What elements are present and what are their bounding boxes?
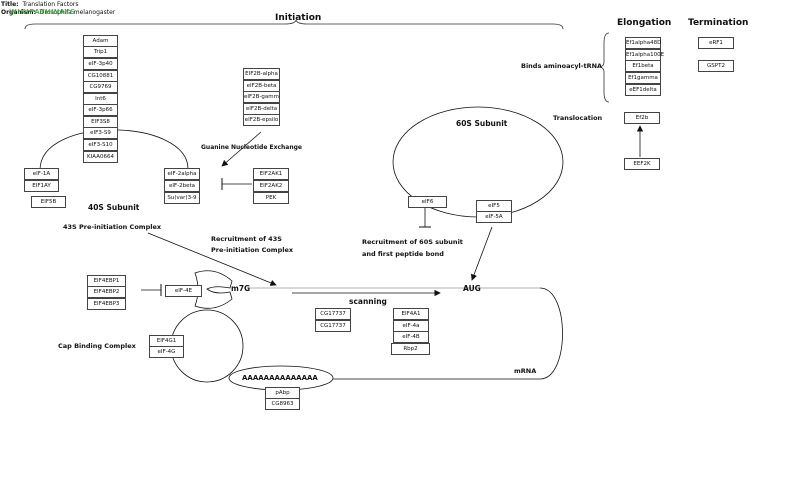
gene-box[interactable]: Ef2b	[624, 112, 660, 124]
gene-box[interactable]: EIF1AY	[24, 180, 59, 192]
organism-value: Drosophila melanogaster	[39, 9, 116, 16]
gene-box[interactable]: PEK	[253, 192, 289, 204]
gene-box[interactable]: CG8963	[265, 398, 300, 410]
gene-box[interactable]: CG9769	[83, 81, 118, 93]
organism-key: Organism:	[1, 9, 36, 16]
gene-box[interactable]: eIF2B-epsilo	[243, 114, 280, 126]
gene-box[interactable]: eIF-5A	[476, 211, 512, 223]
section-termination: Termination	[688, 18, 749, 28]
gene-box[interactable]: Ef1gamma	[625, 72, 661, 84]
gene-box[interactable]: EIF2B-alpha	[243, 68, 280, 80]
gene-box[interactable]: EIF2AK1	[253, 168, 289, 180]
gene-box[interactable]: eIF3-S10	[83, 139, 118, 151]
label-recruitment-43s-1: Recruitment of 43S	[211, 235, 282, 243]
gene-box[interactable]: GSPT2	[698, 60, 734, 72]
title-line: Title: Translation Factors	[1, 1, 78, 8]
label-polya: AAAAAAAAAAAAAA	[242, 374, 318, 382]
recruitment-43s-arrow	[147, 232, 277, 286]
gene-box[interactable]: CG17737	[315, 308, 351, 320]
gene-box[interactable]: eIF-3p40	[83, 58, 118, 70]
mrna-loop	[333, 287, 563, 380]
gene-box[interactable]: eIF6	[408, 196, 447, 208]
gene-box[interactable]: Trip1	[83, 46, 118, 58]
gene-box[interactable]: eIF-2beta	[164, 180, 200, 192]
gene-box[interactable]: Ef1alpha48D	[625, 37, 661, 49]
label-recruitment-60s-2: and first peptide bond	[362, 250, 444, 258]
gene-box[interactable]: CG17737	[315, 320, 351, 332]
label-43s-complex: 43S Pre-initiation Complex	[63, 223, 162, 231]
label-cap-binding: Cap Binding Complex	[58, 342, 136, 350]
recruitment-60s-arrow	[470, 226, 493, 281]
label-binds-trna: Binds aminoacyl-tRNA	[521, 62, 603, 70]
gene-box[interactable]: eIF-4a	[393, 320, 429, 332]
label-translocation: Translocation	[553, 114, 603, 122]
gene-box[interactable]: KIAA0664	[83, 151, 118, 163]
cap-funnel	[194, 270, 233, 309]
gene-box[interactable]: EIF4EBP2	[87, 286, 126, 298]
section-initiation: Initiation	[275, 13, 322, 23]
section-elongation: Elongation	[617, 18, 672, 28]
label-m7g: m7G	[231, 284, 251, 293]
label-recruitment-43s-2: Pre-initiation Complex	[211, 246, 294, 254]
label-60s-subunit: 60S Subunit	[456, 119, 508, 128]
title-key: Title:	[1, 1, 19, 8]
gene-box[interactable]: eIF-4G	[149, 346, 184, 358]
gene-box[interactable]: Rbp2	[391, 343, 430, 355]
title-value: Translation Factors	[22, 1, 79, 8]
wikipathways-logo: WIKIPATHWAYS	[9, 8, 76, 16]
gene-box[interactable]: eRF1	[698, 37, 734, 49]
gene-box[interactable]: Su(var)3-9	[164, 192, 200, 204]
gene-box[interactable]: eIF-2alpha	[164, 168, 200, 180]
label-40s-subunit: 40S Subunit	[88, 203, 140, 212]
gene-box[interactable]: eEF1delta	[625, 84, 661, 96]
gene-box[interactable]: eIF3-S9	[83, 127, 118, 139]
gene-box[interactable]: eIF-4B	[393, 331, 429, 343]
label-gne: Guanine Nucleotide Exchange	[201, 144, 302, 151]
gene-box[interactable]: EIF4A1	[393, 308, 429, 320]
label-mrna: mRNA	[514, 367, 537, 375]
initiation-brace	[24, 19, 564, 30]
label-recruitment-60s-1: Recruitment of 60S subunit	[362, 238, 463, 246]
gene-box[interactable]: eIF-3p66	[83, 104, 118, 116]
gene-box[interactable]: EEF2K	[624, 158, 660, 170]
gene-box[interactable]: eIF-4E	[165, 285, 202, 297]
gene-box[interactable]: Ef1beta	[625, 60, 661, 72]
gene-box[interactable]: eIF-1A	[24, 168, 59, 180]
label-scanning: scanning	[349, 297, 387, 306]
gne-arrow	[221, 131, 262, 167]
gene-box[interactable]: EIF5B	[31, 196, 66, 208]
organism-line: Organism: Drosophila melanogaster	[1, 9, 115, 16]
elongation-brace	[599, 32, 610, 103]
gene-box[interactable]: eIF2B-gamm	[243, 91, 280, 103]
label-aug: AUG	[463, 284, 481, 293]
gene-box[interactable]: EIF4EBP3	[87, 298, 126, 310]
gene-box[interactable]: EIF2AK2	[253, 180, 289, 192]
